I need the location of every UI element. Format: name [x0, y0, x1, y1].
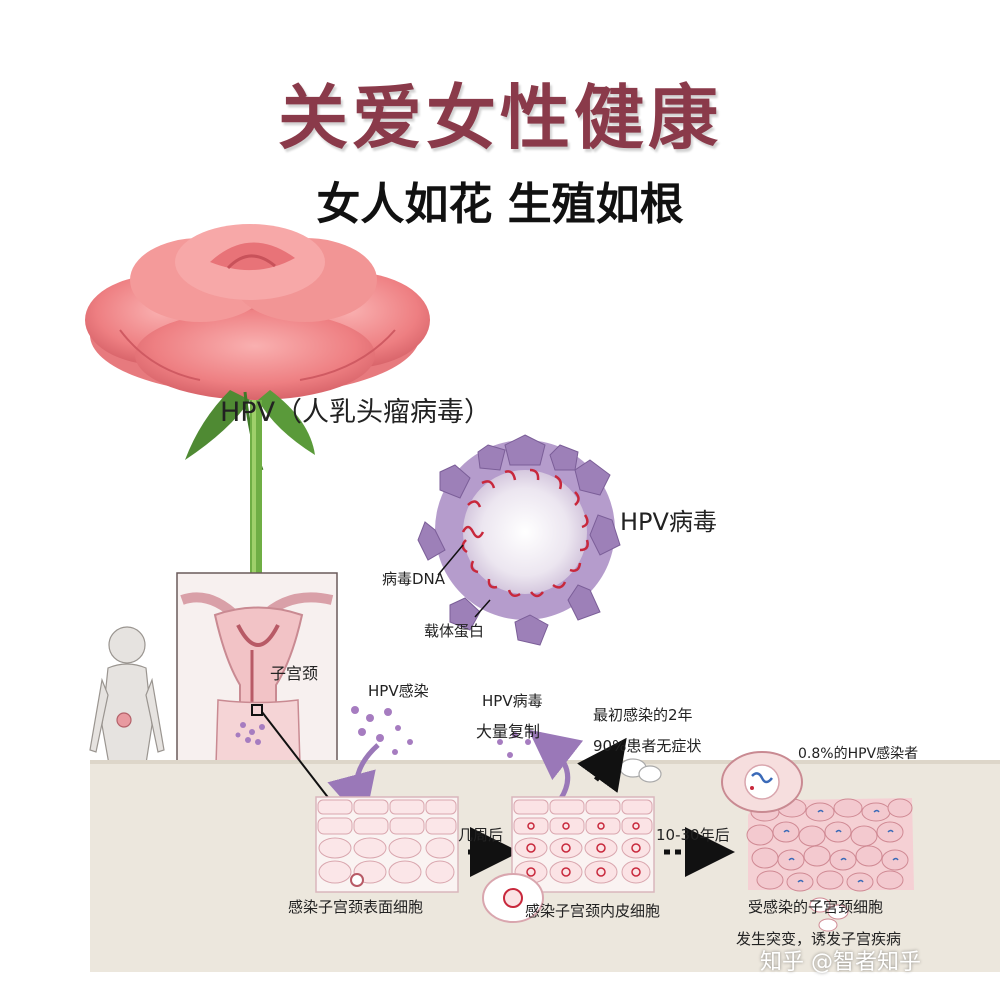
infected-cervical-cells-label: 受感染的子宫颈细胞	[748, 898, 884, 916]
infected-percentage-label: 0.8%的HPV感染者	[798, 746, 919, 762]
first-two-years-label: 最初感染的2年	[593, 706, 693, 724]
few-weeks-label: 几周后	[458, 826, 504, 844]
hpv-virus-small-label: HPV病毒	[482, 692, 543, 710]
rose-icon	[85, 224, 430, 585]
cell-block-endothelial	[511, 796, 655, 893]
viral-dna-label: 病毒DNA	[382, 570, 446, 588]
cell-block-surface	[315, 796, 459, 893]
endothelial-cells-label: 感染子宫颈内皮细胞	[525, 902, 661, 920]
watermark: 知乎 @智者知乎	[760, 950, 921, 975]
page-title: 关爱女性健康	[278, 77, 722, 159]
hpv-full-name-label: HPV（人乳头瘤病毒）	[220, 397, 492, 428]
mass-replication-label: 大量复制	[476, 722, 541, 741]
uterus-illustration	[176, 572, 338, 772]
hpv-infection-label: HPV感染	[368, 682, 429, 700]
page-subtitle: 女人如花 生殖如根	[316, 179, 684, 230]
ten-thirty-years-label: 10-30年后	[656, 826, 730, 844]
hpv-virus-label: HPV病毒	[620, 508, 717, 536]
hpv-virus-icon	[417, 434, 621, 646]
cervix-label: 子宫颈	[270, 664, 319, 683]
woman-silhouette-icon	[89, 626, 165, 771]
asymptomatic-label: 90%患者无症状	[593, 737, 702, 755]
cell-block-infected	[746, 797, 914, 932]
capsid-protein-label: 载体蛋白	[424, 622, 485, 640]
infected-cell-zoom-icon	[721, 751, 803, 813]
mutation-label: 发生突变，诱发子宫疾病	[736, 930, 902, 948]
surface-cells-label: 感染子宫颈表面细胞	[288, 898, 424, 916]
